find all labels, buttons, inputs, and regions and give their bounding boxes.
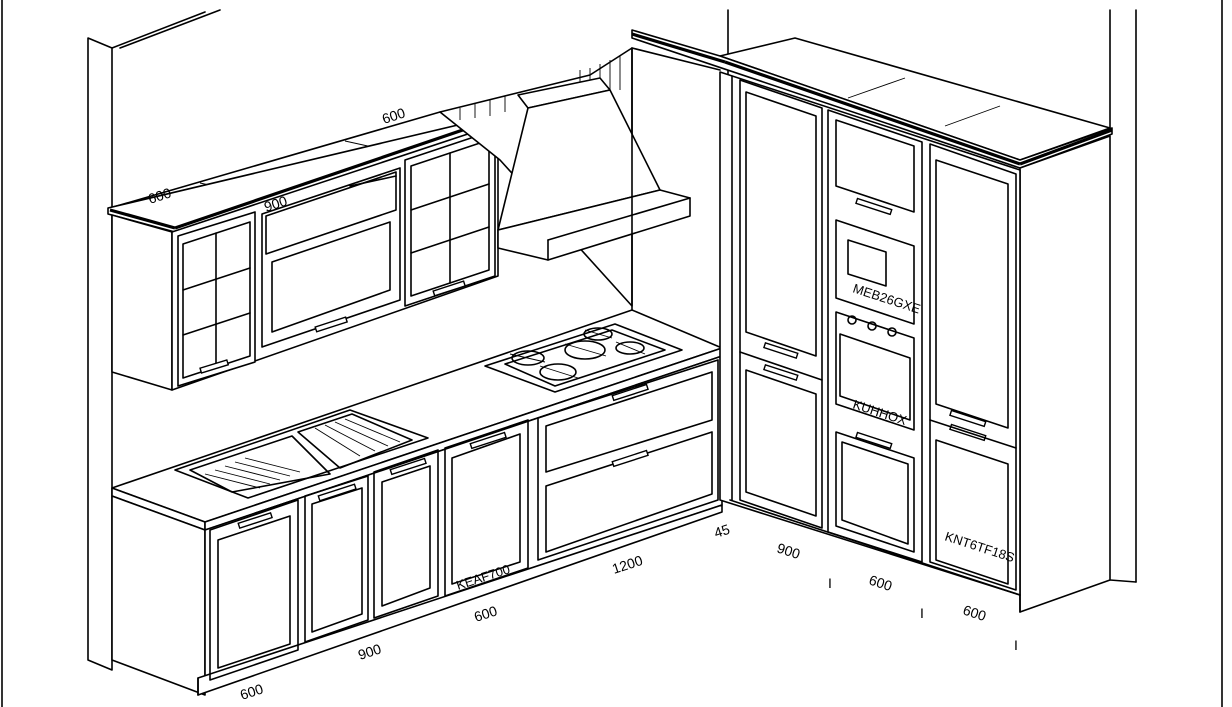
dim-wall-upper-left: 600: [146, 184, 173, 207]
dim-tall-3: 600: [961, 602, 988, 625]
dim-base-3: 600: [472, 602, 499, 625]
dim-tall-1: 900: [775, 540, 802, 563]
gas-hob: [484, 323, 683, 393]
dim-corner: 45: [712, 521, 732, 541]
dim-tick-3: I: [1014, 637, 1018, 653]
dim-wall-upper-mid: 900: [262, 192, 289, 215]
dim-tick-2: I: [920, 605, 924, 621]
range-hood: [439, 47, 691, 307]
base-cabinets: [111, 355, 723, 696]
dimension-labels: 600 900 600 600 900 600 1200 45 900 600 …: [146, 104, 1018, 703]
dim-wall-upper-right: 600: [380, 104, 407, 127]
left-side-panel: [87, 11, 206, 671]
tall-units: [631, 29, 1137, 613]
dim-tick-1: I: [828, 575, 832, 591]
wall-cabinets: [107, 111, 501, 391]
back-wall: [631, 47, 721, 313]
dim-base-4: 1200: [610, 552, 645, 577]
dim-base-1: 600: [238, 680, 265, 703]
dim-tall-2: 600: [867, 572, 894, 595]
sink: [174, 409, 429, 499]
dim-base-2: 900: [356, 640, 383, 663]
